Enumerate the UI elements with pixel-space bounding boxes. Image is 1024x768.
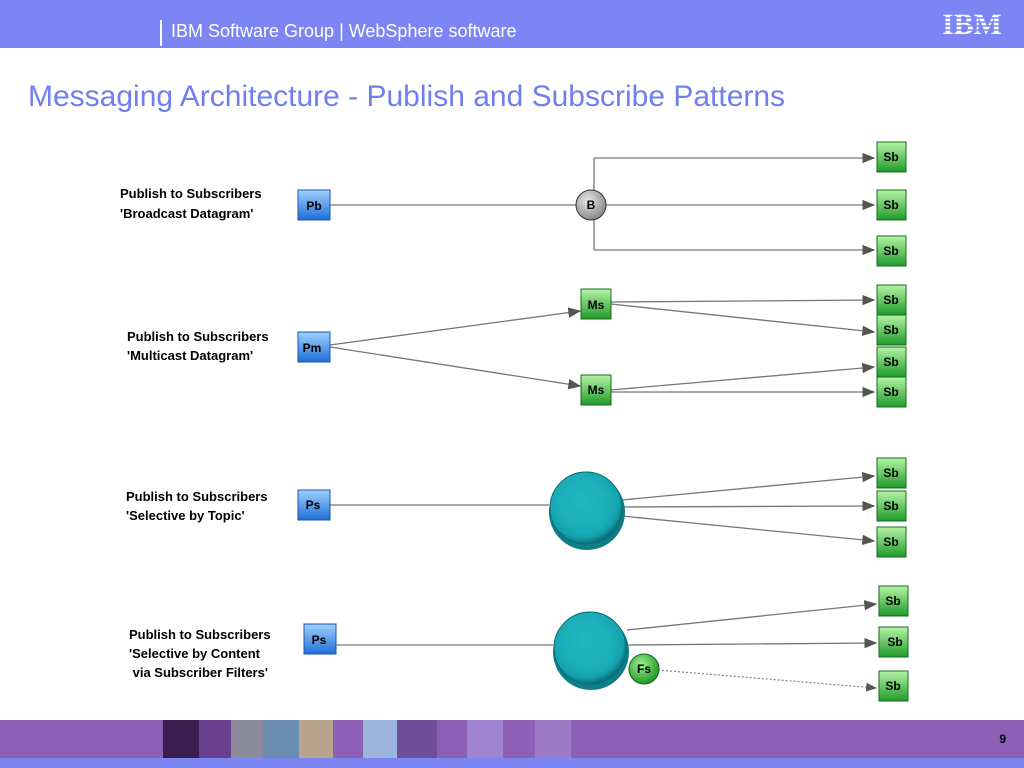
svg-text:IBM: IBM (942, 8, 1002, 40)
publisher-node-ps: Ps (303, 623, 337, 655)
row4-label-line3: via Subscriber Filters' (129, 665, 268, 680)
bottom-bar (0, 758, 1024, 768)
svg-text:Ps: Ps (312, 633, 327, 647)
row4-label-line1: Publish to Subscribers (129, 627, 271, 642)
publisher-node-pm: Pm (297, 331, 331, 363)
subscriber-node: Sb (878, 670, 909, 702)
svg-text:Pb: Pb (306, 199, 321, 213)
multicast-node-ms: Ms (580, 288, 612, 320)
multicast-node-ms: Ms (580, 374, 612, 406)
svg-text:Sb: Sb (883, 244, 898, 258)
svg-text:Sb: Sb (883, 150, 898, 164)
row1-label-line1: Publish to Subscribers (120, 186, 262, 201)
subscriber-node: Sb (878, 585, 909, 617)
svg-text:Sb: Sb (883, 198, 898, 212)
footer-image-strip (163, 720, 583, 758)
svg-text:Sb: Sb (885, 594, 900, 608)
subscriber-node: Sb (876, 346, 907, 378)
header-bar: IBM Software Group | WebSphere software … (0, 0, 1024, 48)
footer-bar (0, 720, 1024, 758)
subscriber-node: Sb (876, 314, 907, 346)
header-separator (160, 20, 162, 46)
svg-text:Sb: Sb (883, 293, 898, 307)
svg-text:Pm: Pm (303, 341, 322, 355)
header-text: IBM Software Group | WebSphere software (171, 21, 517, 41)
svg-text:Fs: Fs (637, 662, 651, 676)
svg-text:Sb: Sb (883, 499, 898, 513)
topic-broker-node (549, 471, 625, 550)
svg-text:Sb: Sb (887, 635, 902, 649)
subscriber-node: Sb (876, 141, 907, 173)
publisher-node-ps: Ps (297, 489, 331, 521)
broker-node-b: B (575, 189, 607, 221)
subscriber-node: Sb (876, 189, 907, 221)
page-number: 9 (999, 732, 1006, 746)
subscriber-node: Sb (878, 626, 909, 658)
svg-text:Ms: Ms (588, 383, 605, 397)
svg-text:B: B (587, 198, 596, 212)
filter-node-fs: Fs (628, 653, 660, 685)
pubsub-diagram: Publish to Subscribers 'Broadcast Datagr… (120, 141, 909, 702)
subscriber-node: Sb (876, 376, 907, 408)
page-title: Messaging Architecture - Publish and Sub… (28, 80, 786, 113)
svg-text:Sb: Sb (885, 679, 900, 693)
subscriber-node: Sb (876, 457, 907, 489)
svg-text:Ms: Ms (588, 298, 605, 312)
row3-label-line2: 'Selective by Topic' (126, 508, 245, 523)
svg-text:Sb: Sb (883, 323, 898, 337)
publisher-node-pb: Pb (297, 189, 331, 221)
row4-label-line2: 'Selective by Content (129, 646, 261, 661)
subscriber-node: Sb (876, 490, 907, 522)
row2-label-line1: Publish to Subscribers (127, 329, 269, 344)
svg-text:Sb: Sb (883, 535, 898, 549)
content-broker-node (553, 611, 629, 690)
row1-label-line2: 'Broadcast Datagram' (120, 206, 253, 221)
svg-text:Sb: Sb (883, 466, 898, 480)
subscriber-node: Sb (876, 526, 907, 558)
row3-label-line1: Publish to Subscribers (126, 489, 268, 504)
ibm-logo: IBM (936, 8, 1008, 40)
svg-text:Ps: Ps (306, 498, 321, 512)
subscriber-node: Sb (876, 235, 907, 267)
svg-text:Sb: Sb (883, 385, 898, 399)
subscriber-node: Sb (876, 284, 907, 316)
row2-label-line2: 'Multicast Datagram' (127, 348, 253, 363)
svg-text:Sb: Sb (883, 355, 898, 369)
